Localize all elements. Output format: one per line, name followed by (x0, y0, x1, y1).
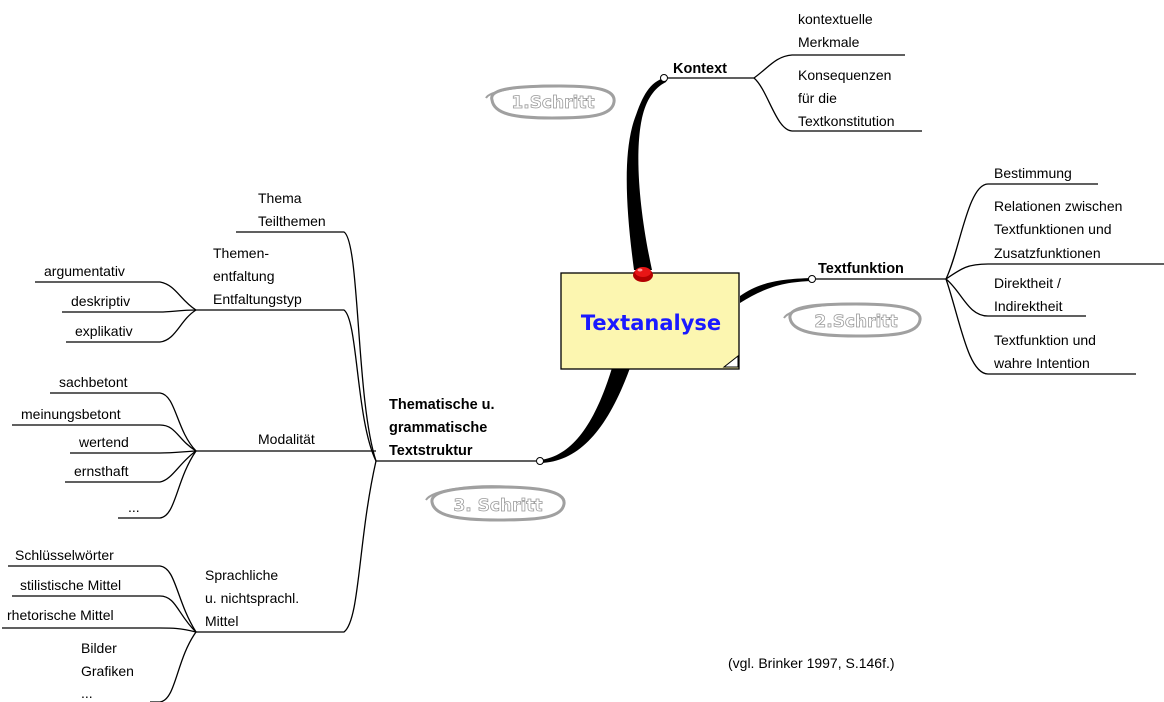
mittel-label: Mittel (205, 613, 238, 629)
step-1-badge: 1.Schritt (485, 84, 616, 120)
thematisch-label[interactable]: Textstruktur (389, 443, 473, 459)
thematisch-label[interactable]: grammatische (389, 420, 487, 436)
kontext-item: für die (798, 90, 837, 106)
thema-item: Thema (258, 190, 302, 206)
mittel-item: Bilder (81, 640, 117, 656)
textfunktion-item: Bestimmung (994, 165, 1072, 181)
textfunktion-label[interactable]: Textfunktion (818, 261, 904, 277)
kontext-item: kontextuelle (798, 11, 873, 27)
entfaltung-label: Entfaltungstyp (213, 291, 302, 307)
entfaltung-label: Themen- (213, 245, 269, 261)
textfunktion-item: Zusatzfunktionen (994, 245, 1101, 261)
modalitaet-item: sachbetont (59, 374, 128, 390)
textfunktion-item: Textfunktion und (994, 332, 1096, 348)
entfaltung-label: entfaltung (213, 268, 275, 284)
step-2-badge: 2.Schritt (783, 302, 922, 338)
modalitaet-item: ernsthaft (74, 463, 129, 479)
thematisch-lines (2, 231, 536, 702)
textfunktion-connector (808, 275, 816, 283)
step-1-label: 1.Schritt (511, 93, 594, 113)
kontext-item: Merkmale (798, 34, 860, 50)
mittel-label: u. nichtsprachl. (205, 590, 299, 606)
textfunktion-item: Textfunktionen und (994, 221, 1112, 237)
branch-kontext (626, 77, 668, 270)
branch-textfunktion (740, 278, 812, 303)
mittel-label: Sprachliche (205, 567, 278, 583)
textfunktion-lines (816, 183, 1164, 375)
kontext-label[interactable]: Kontext (673, 61, 727, 77)
mittel-item: stilistische Mittel (20, 577, 121, 593)
modalitaet-label: Modalität (258, 431, 315, 447)
center-label: Textanalyse (581, 311, 721, 335)
kontext-connector (660, 74, 668, 82)
branch-thematisch (540, 368, 630, 463)
thematisch-connector (536, 457, 544, 465)
modalitaet-item: wertend (78, 434, 129, 450)
thema-item: Teilthemen (258, 213, 326, 229)
textfunktion-item: Relationen zwischen (994, 198, 1122, 214)
step-3-badge: 3. Schritt (425, 485, 566, 522)
textfunktion-item: Direktheit / (994, 275, 1061, 291)
textfunktion-item: Indirektheit (994, 298, 1063, 314)
pin-icon (633, 267, 653, 282)
mittel-item: Grafiken (81, 663, 134, 679)
page-curl-icon (722, 354, 739, 368)
modalitaet-item: ... (128, 499, 140, 515)
mittel-item: ... (81, 685, 93, 701)
entfaltung-item: deskriptiv (71, 293, 130, 309)
entfaltung-item: argumentativ (44, 263, 125, 279)
kontext-item: Konsequenzen (798, 67, 891, 83)
entfaltung-item: explikativ (75, 323, 133, 339)
textfunktion-item: wahre Intention (993, 355, 1090, 371)
kontext-lines (668, 54, 922, 132)
kontext-item: Textkonstitution (798, 113, 895, 129)
center-node[interactable]: Textanalyse (560, 272, 740, 370)
step-3-label: 3. Schritt (453, 496, 542, 516)
mittel-item: rhetorische Mittel (7, 607, 114, 623)
modalitaet-item: meinungsbetont (21, 406, 121, 422)
thematisch-label[interactable]: Thematische u. (389, 397, 495, 413)
step-2-label: 2.Schritt (814, 312, 897, 332)
mittel-item: Schlüsselwörter (15, 547, 114, 563)
citation: (vgl. Brinker 1997, S.146f.) (728, 655, 895, 671)
